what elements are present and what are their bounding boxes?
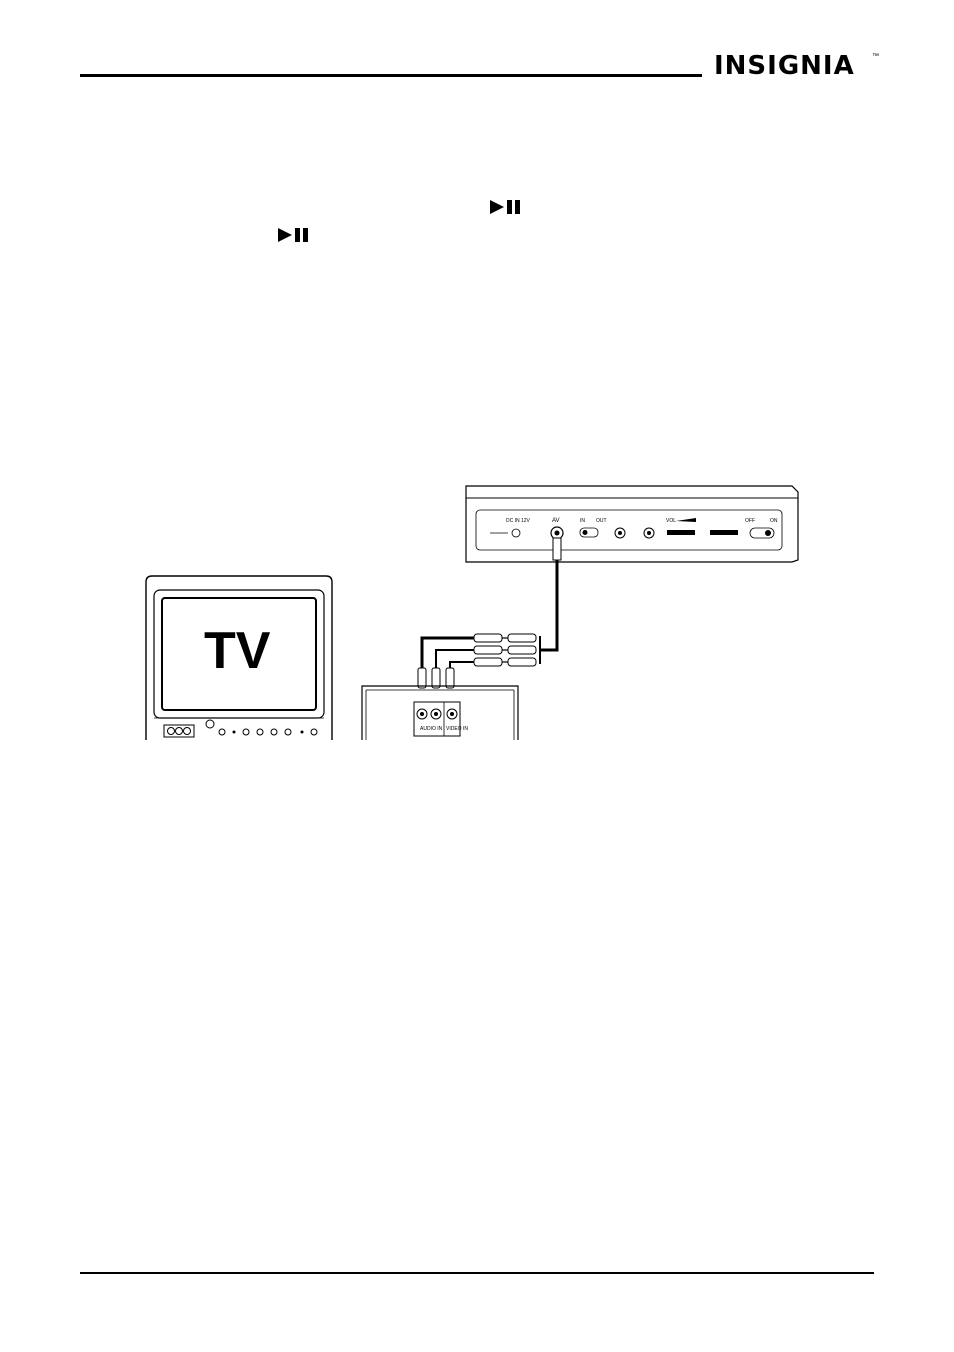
in-label: IN bbox=[580, 518, 585, 524]
tv-illustration: TV bbox=[145, 575, 333, 740]
brand-name: INSIGNIA bbox=[714, 51, 855, 81]
audio-in-label: AUDIO IN bbox=[420, 726, 443, 732]
av-jack-label: AV bbox=[552, 518, 560, 524]
off-label: OFF bbox=[745, 518, 755, 524]
play-pause-icon bbox=[490, 200, 520, 214]
header-rule bbox=[80, 74, 702, 77]
out-label: OUT bbox=[596, 518, 607, 524]
tv-rear-panel: AUDIO IN VIDEO IN bbox=[361, 685, 519, 740]
volume-label: VOL bbox=[666, 518, 676, 524]
dc-in-label: DC IN 12V bbox=[506, 518, 531, 524]
av-cable bbox=[417, 537, 562, 689]
on-label: ON bbox=[770, 518, 778, 524]
tv-label: TV bbox=[204, 622, 271, 680]
tv-connection-diagram: DC IN 12V AV IN OUT VOL OFF ON bbox=[145, 485, 799, 740]
brand-logo: INSIGNIA ™ bbox=[714, 51, 879, 81]
dvd-player-illustration: DC IN 12V AV IN OUT VOL OFF ON bbox=[465, 485, 799, 563]
footer-rule bbox=[80, 1272, 874, 1274]
trademark-symbol: ™ bbox=[872, 53, 879, 60]
video-in-label: VIDEO IN bbox=[446, 726, 468, 732]
play-pause-icon bbox=[278, 228, 308, 242]
